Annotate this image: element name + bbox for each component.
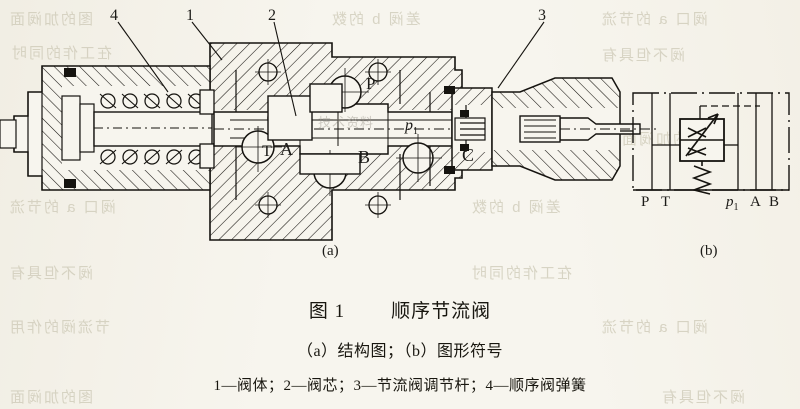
- bleed-text: 阀不但具有: [8, 265, 94, 282]
- adjustable-arrow: [685, 113, 719, 157]
- bleed-text: 阀不但具有: [600, 47, 686, 64]
- valve-symbol-box: [679, 118, 725, 162]
- callout-2: 2: [268, 7, 276, 24]
- callout-4: 4: [110, 7, 118, 24]
- port-label-p1-sub: 1: [413, 126, 418, 138]
- port-label-B: B: [358, 147, 371, 167]
- symbol-envelope: [632, 92, 790, 191]
- seat-hatch-top: [452, 88, 492, 105]
- spring-chamber-hatch: [42, 66, 210, 190]
- internal-passages: [235, 70, 431, 200]
- port-label-C: C: [462, 145, 475, 165]
- adjusting-rod-threads: [524, 119, 556, 139]
- chamber-P: [328, 75, 362, 109]
- bleed-text: 图的加阀面: [8, 11, 94, 28]
- symbol-port-T: T: [661, 194, 671, 210]
- bleed-text: 阀口 a 的节流: [600, 11, 708, 28]
- chamber-p1: [402, 142, 434, 174]
- symbol-port-A: A: [750, 194, 761, 210]
- adjusting-rod: [519, 115, 641, 143]
- port-label-p1: p1: [405, 118, 418, 137]
- callout-1: 1: [186, 7, 194, 24]
- throttle-restriction-glyph: [687, 127, 707, 156]
- bleed-text: 图的加阀面: [620, 131, 706, 148]
- symbol-port-P: P: [641, 194, 650, 210]
- bleed-text: 差阀 b 的数: [470, 199, 561, 216]
- callout-leaders: [117, 21, 545, 117]
- leader-4: [117, 21, 169, 93]
- sublabel-a: (a): [322, 243, 339, 259]
- callout-3: 3: [538, 7, 546, 24]
- port-label-A: A: [280, 139, 293, 159]
- valve-body-outline: [209, 42, 463, 241]
- bleed-text: 阀口 a 的节流: [8, 199, 116, 216]
- figure-subtitle: （a）结构图；（b）图形符号: [296, 343, 504, 360]
- symbol-return-spring: [691, 161, 713, 195]
- symbol-port-B: B: [769, 194, 780, 210]
- leader-1: [191, 21, 223, 61]
- throttle-adjusting-rod-housing: [491, 77, 621, 181]
- spring-chamber-housing: [13, 65, 211, 191]
- watermark: 技术资料: [318, 115, 375, 130]
- bleed-text: 节流阀的作用: [10, 131, 113, 148]
- bleed-text: 差阀 b 的数: [330, 11, 421, 28]
- seal: [64, 68, 76, 188]
- port-label-T: T: [262, 143, 272, 160]
- chamber-A: [267, 97, 309, 139]
- spring-seat: [199, 89, 215, 169]
- sequence-valve-spring: [99, 93, 205, 165]
- bleed-text: 在工作的同时: [10, 45, 113, 62]
- chamber-connectors: [267, 83, 361, 175]
- symbol-port-p1: p1: [726, 195, 739, 213]
- port-label-P: P: [366, 74, 376, 93]
- figure-title: 图 1 顺序节流阀: [308, 301, 492, 322]
- sublabel-b: (b): [700, 243, 718, 259]
- valve-body-hatch: [210, 43, 462, 240]
- leader-2: [273, 21, 297, 117]
- symbol-port-p1-sub: 1: [733, 202, 739, 213]
- spring-chamber-detail: [0, 66, 95, 190]
- symbol-connections: [620, 130, 738, 146]
- bleed-text: 在工作的同时: [470, 265, 573, 282]
- sequence-piston: [93, 111, 213, 147]
- symbol-port-stems: [651, 93, 773, 190]
- symbol-port-p1-letter: p: [726, 194, 734, 210]
- figure-item-list: 1—阀体；2—阀芯；3—节流阀调节杆；4—顺序阀弹簧: [213, 378, 587, 394]
- adjusting-rod-hatch: [492, 78, 620, 180]
- leader-3: [497, 21, 545, 89]
- chamber-B: [313, 155, 347, 189]
- port-label-p1-letter: p: [405, 117, 413, 134]
